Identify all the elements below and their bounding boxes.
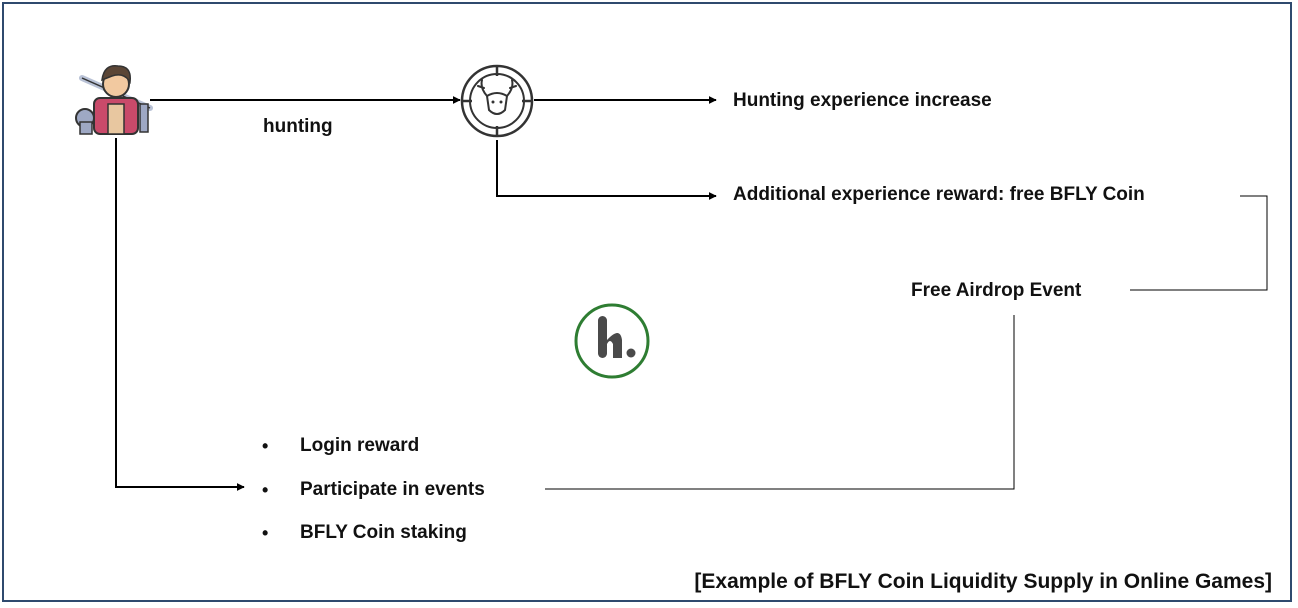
connector-reward-to-airdrop xyxy=(1130,195,1268,291)
additional-reward-label: Additional experience reward: free BFLY … xyxy=(733,184,1145,205)
arrow-player-to-bullets xyxy=(115,138,245,491)
bullet-participate-events: Participate in events xyxy=(262,472,485,516)
figure-caption: [Example of BFLY Coin Liquidity Supply i… xyxy=(694,570,1272,593)
hunting-experience-label: Hunting experience increase xyxy=(733,90,992,111)
arrow-target-to-reward xyxy=(496,140,717,200)
bfly-logo-icon xyxy=(574,303,650,379)
warrior-avatar-icon xyxy=(75,65,153,135)
deer-crosshair-icon xyxy=(460,64,534,138)
bullet-coin-staking: BFLY Coin staking xyxy=(262,515,485,559)
hunting-label: hunting xyxy=(263,116,333,137)
connector-events-to-airdrop xyxy=(545,315,1015,490)
reward-bullet-list: Login reward Participate in events BFLY … xyxy=(262,428,485,559)
bullet-login-reward: Login reward xyxy=(262,428,485,472)
airdrop-event-label: Free Airdrop Event xyxy=(911,280,1082,301)
